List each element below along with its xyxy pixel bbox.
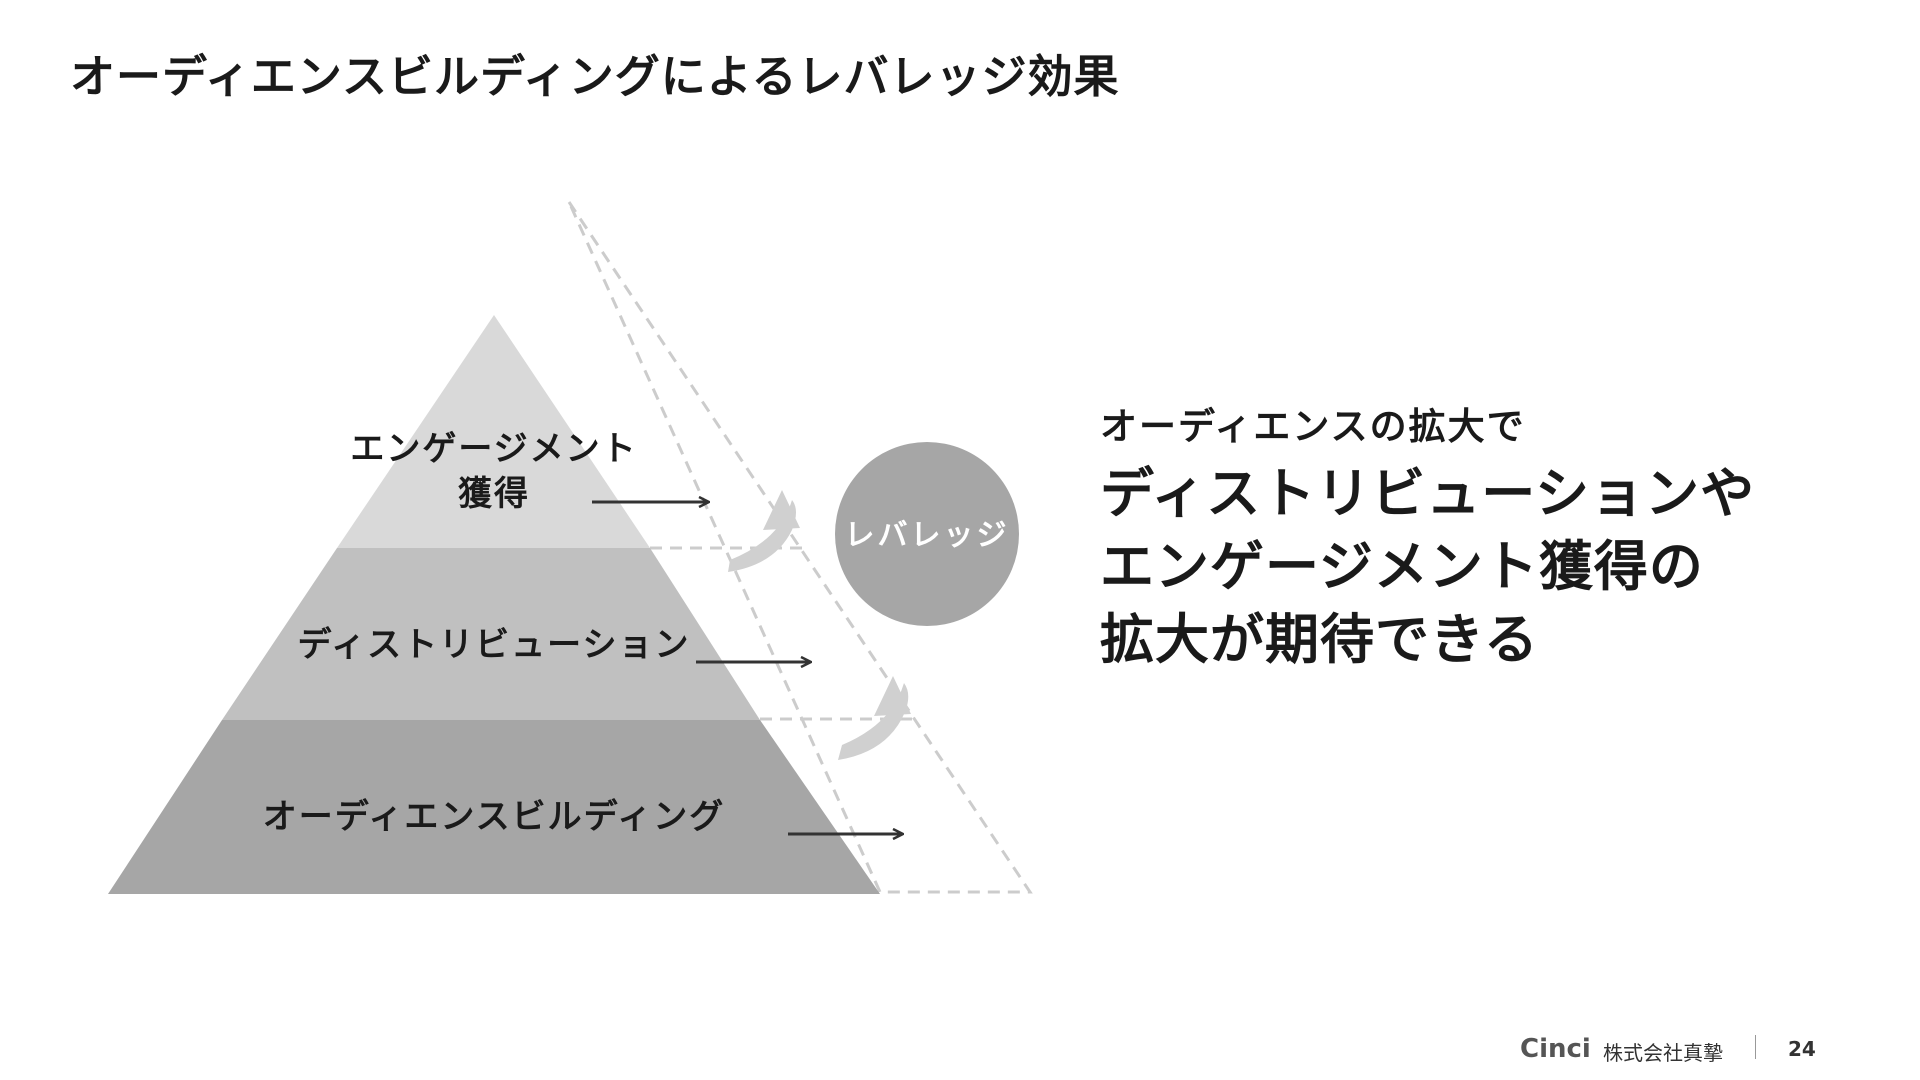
pyramid-label-top-line2: 獲得 bbox=[458, 474, 530, 514]
pyramid-level-bottom bbox=[108, 720, 880, 894]
leverage-label: レバレッジ bbox=[845, 518, 1010, 553]
footer: Cinci 株式会社真摯 24 bbox=[1520, 1000, 1920, 1080]
company-name: 株式会社真摯 bbox=[1603, 1041, 1723, 1065]
pyramid-level-top bbox=[337, 315, 650, 548]
message-headline: ディストリビューションや エンゲージメント獲得の 拡大が期待できる bbox=[1100, 457, 1880, 676]
headline-line-2: エンゲージメント獲得の bbox=[1100, 535, 1704, 599]
page-number: 24 bbox=[1788, 1037, 1816, 1061]
headline-line-3: 拡大が期待できる bbox=[1100, 608, 1539, 672]
expanded-pyramid-outline bbox=[567, 201, 1033, 894]
curved-arrow-upper bbox=[728, 490, 800, 572]
slide-title: オーディエンスビルディングによるレバレッジ効果 bbox=[70, 50, 1120, 103]
pyramid-level-middle bbox=[222, 548, 760, 720]
curved-arrow-lower bbox=[838, 676, 911, 760]
pyramid-label-top-line1: エンゲージメント bbox=[350, 429, 637, 469]
pyramid-label-bottom: オーディエンスビルディング bbox=[263, 797, 726, 837]
footer-divider bbox=[1755, 1035, 1756, 1059]
headline-line-1: ディストリビューションや bbox=[1100, 462, 1756, 526]
leverage-circle bbox=[835, 442, 1019, 626]
pyramid-label-middle: ディストリビューション bbox=[298, 625, 691, 665]
company-logo: Cinci bbox=[1520, 1034, 1591, 1064]
message-block: オーディエンスの拡大で ディストリビューションや エンゲージメント獲得の 拡大が… bbox=[1100, 405, 1880, 676]
message-subhead: オーディエンスの拡大で bbox=[1100, 405, 1526, 448]
